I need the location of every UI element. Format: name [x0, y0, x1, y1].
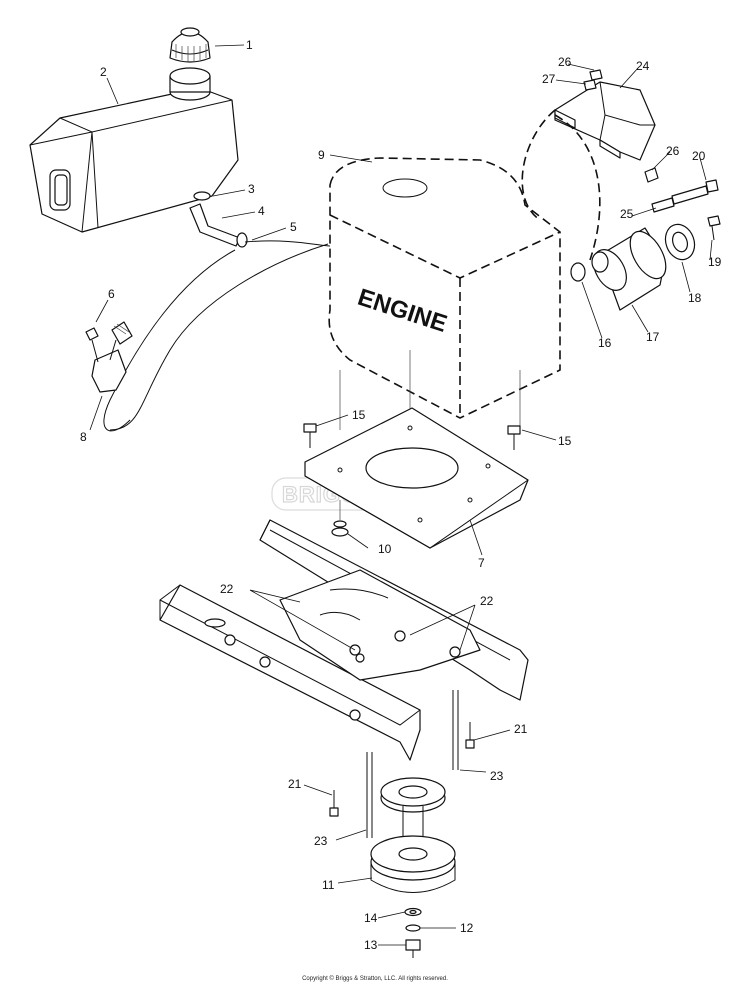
svg-text:ENGINE: ENGINE: [354, 284, 450, 338]
spacer-10: [331, 500, 349, 537]
gasket-16: [570, 262, 586, 282]
callout-22-right: 22: [480, 594, 494, 608]
washer-14: [404, 907, 422, 917]
callout-19: 19: [708, 255, 722, 269]
stud-23-left: [366, 752, 373, 838]
callout-18: 18: [688, 291, 702, 305]
callout-1: 1: [246, 38, 253, 52]
bolt-15-left: [303, 423, 317, 448]
fuel-line: [103, 191, 331, 432]
callout-10: 10: [378, 542, 392, 556]
bolt-13: [405, 939, 421, 958]
screw-26-top: [589, 69, 603, 81]
callout-5: 5: [290, 220, 297, 234]
callout-13: 13: [364, 938, 378, 952]
muffler: [591, 227, 667, 311]
callout-15-right: 15: [558, 434, 572, 448]
callout-24: 24: [636, 59, 650, 73]
callout-labels: 1 2 3 4 5 6 8 9 15 15 7 10 22 22 21 21 2…: [80, 38, 722, 952]
callout-22-left: 22: [220, 582, 234, 596]
callout-21-left: 21: [288, 777, 302, 791]
bolt-19: [707, 215, 721, 241]
callout-23-left: 23: [314, 834, 328, 848]
callout-11: 11: [322, 878, 335, 892]
copyright-notice: Copyright © Briggs & Stratton, LLC. All …: [302, 976, 448, 982]
fuel-cap: [169, 27, 211, 63]
callout-3: 3: [248, 182, 255, 196]
callout-6: 6: [108, 287, 115, 301]
washer-12: [405, 924, 421, 932]
callout-17: 17: [646, 330, 660, 344]
muffler-guard: [554, 81, 656, 161]
frame: [159, 519, 529, 761]
callout-14: 14: [364, 911, 378, 925]
callout-25: 25: [620, 207, 634, 221]
leader-lines: [89, 44, 713, 946]
gasket-18: [664, 223, 696, 261]
tube-25: [651, 197, 675, 213]
callout-16: 16: [598, 336, 612, 350]
throttle-control: [85, 321, 133, 393]
callout-7: 7: [478, 556, 485, 570]
callout-21-right: 21: [514, 722, 528, 736]
screw-26-bottom: [644, 167, 659, 183]
callout-27: 27: [542, 72, 556, 86]
bolt-20: [671, 179, 719, 205]
bolt-15-right: [507, 425, 521, 450]
fuel-tank: [29, 67, 239, 233]
screw-27: [583, 79, 597, 91]
callout-26-bottom: 26: [666, 144, 680, 158]
callout-8: 8: [80, 430, 87, 444]
bolt-21-right: [465, 722, 475, 749]
callout-26-top: 26: [558, 55, 572, 69]
stud-23-right: [452, 690, 459, 770]
engine-mount-plate: [304, 407, 529, 549]
callout-23-right: 23: [490, 769, 504, 783]
pulley: [370, 777, 456, 893]
bolt-21-left: [329, 790, 339, 817]
callout-15-left: 15: [352, 408, 366, 422]
callout-4: 4: [258, 204, 265, 218]
callout-20: 20: [692, 149, 706, 163]
callout-12: 12: [460, 921, 474, 935]
callout-2: 2: [100, 65, 107, 79]
callout-9: 9: [318, 148, 325, 162]
